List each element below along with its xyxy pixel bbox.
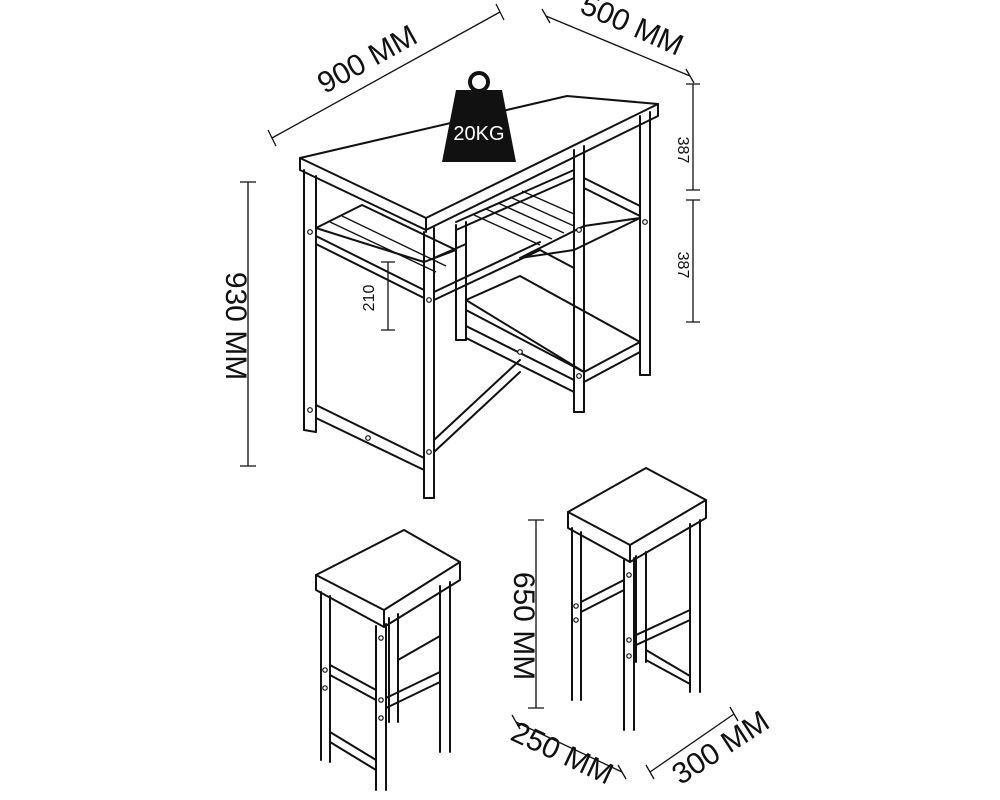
bar-table: 20KG — [299, 71, 659, 499]
table-width-label: 900 MM — [312, 19, 423, 100]
table-leg-front-left — [303, 169, 317, 433]
table-depth-label: 500 MM — [576, 0, 688, 62]
stool-back — [567, 467, 707, 731]
stool-width-label: 300 MM — [666, 705, 775, 792]
stool-front — [315, 529, 461, 791]
table-leg-side — [639, 111, 651, 376]
shelf-gap-top-label: 387 — [674, 137, 691, 164]
dimension-lines — [240, 3, 739, 780]
table-height-label: 930 MM — [219, 272, 252, 380]
table-leg-back-right — [573, 145, 585, 413]
shelf-upper-right — [583, 177, 641, 217]
shelf-gap-bottom-label: 387 — [674, 252, 691, 279]
bolt-markers — [307, 219, 648, 455]
shelf-lower — [465, 275, 641, 373]
weight-label: 20KG — [453, 123, 504, 145]
stool-seat-right — [567, 467, 707, 546]
wine-rack-shelf — [315, 204, 457, 263]
stool-height-label: 650 MM — [507, 572, 540, 680]
stool-depth-label: 250 MM — [506, 716, 618, 792]
stool-seat-left — [315, 529, 461, 611]
table-top — [299, 95, 659, 231]
rack-height-label: 210 — [361, 285, 378, 312]
weight-icon: 20KG — [442, 71, 516, 162]
